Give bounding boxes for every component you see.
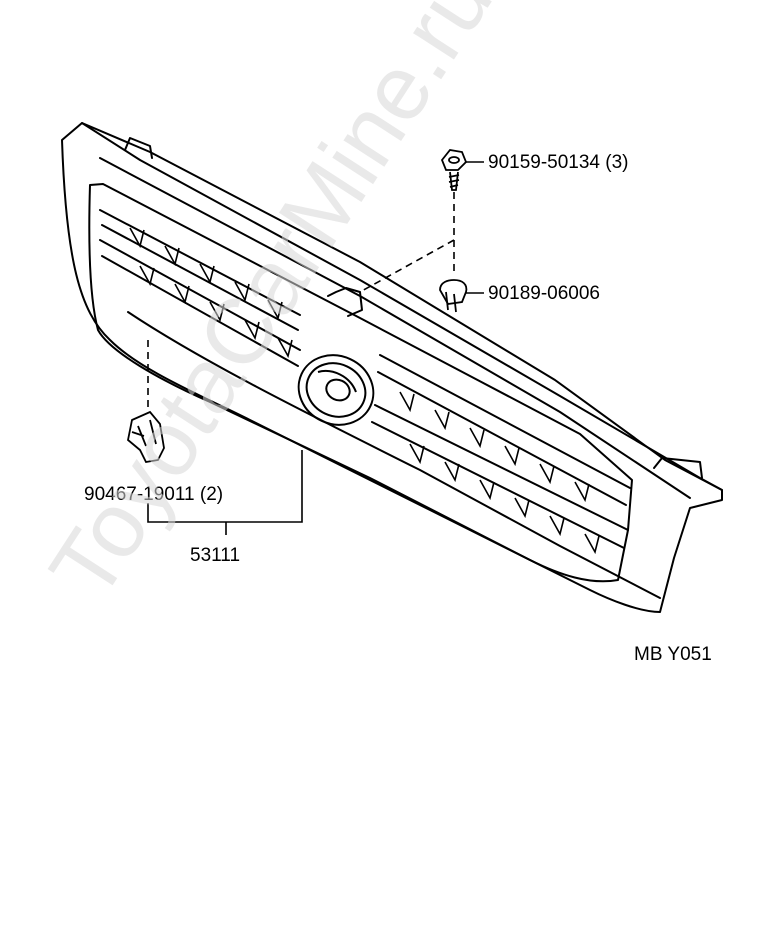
grille-inner-opening bbox=[88, 183, 633, 583]
retainer-icon bbox=[127, 410, 165, 463]
grille-outer-frame bbox=[61, 122, 723, 613]
dashed-lines bbox=[147, 192, 455, 412]
tab-center bbox=[327, 287, 363, 317]
grille-bar-2 bbox=[99, 239, 629, 531]
grille-top-rail-inner bbox=[99, 157, 691, 499]
louver-slats bbox=[129, 227, 600, 555]
part-number-clip: 90189-06006 bbox=[488, 283, 600, 304]
tab-right bbox=[653, 457, 703, 479]
part-number-grille: 53111 bbox=[190, 545, 241, 566]
grille-bar-2-lower bbox=[101, 255, 625, 549]
leader-lines bbox=[147, 161, 484, 535]
emblem bbox=[297, 354, 375, 426]
part-number-screw: 90159-50134 (3) bbox=[488, 152, 629, 173]
grille-bar-1 bbox=[99, 209, 631, 489]
tab-left bbox=[124, 137, 153, 159]
clip-icon bbox=[439, 279, 468, 313]
grille-bar-1-lower bbox=[101, 224, 627, 506]
screw-icon bbox=[440, 149, 468, 191]
grille-lower-lip bbox=[127, 311, 661, 599]
leader-grille bbox=[147, 450, 303, 535]
grille-top-rail bbox=[81, 122, 723, 491]
part-number-retainer: 90467-19011 (2) bbox=[84, 484, 224, 505]
diagram-code: MB Y051 bbox=[634, 644, 712, 665]
